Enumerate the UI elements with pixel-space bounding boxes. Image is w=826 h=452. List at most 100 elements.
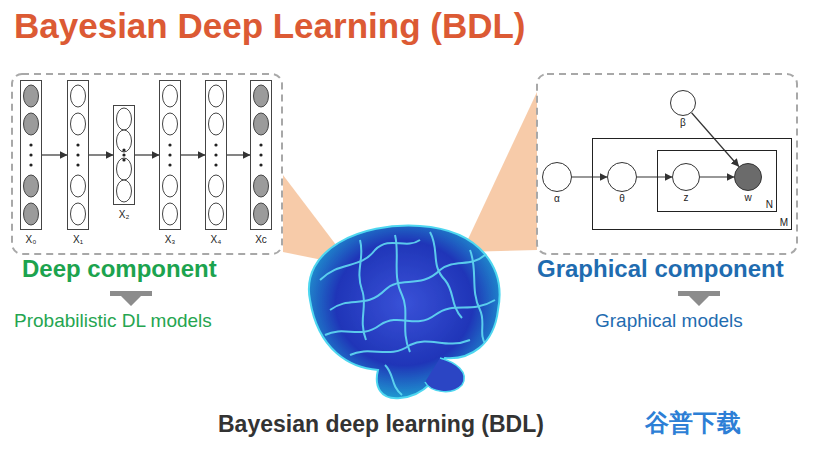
section-heading: Graphical component bbox=[537, 255, 784, 283]
brain-fold bbox=[330, 255, 485, 310]
diagram-title: Bayesian Deep Learning (BDL) bbox=[14, 6, 526, 46]
brain-outline bbox=[309, 226, 500, 399]
brain-fold bbox=[350, 340, 470, 355]
neuron-column bbox=[160, 81, 180, 229]
brain-folds bbox=[320, 232, 495, 395]
dashed-frame bbox=[537, 74, 797, 254]
neuron bbox=[254, 203, 269, 225]
ellipsis-dot bbox=[122, 148, 125, 151]
ellipsis-dot bbox=[76, 153, 79, 156]
neuron bbox=[24, 203, 39, 225]
neuron bbox=[163, 175, 178, 197]
variable-circle: β bbox=[670, 90, 696, 116]
neuron bbox=[24, 85, 39, 107]
brain-illustration bbox=[309, 226, 500, 399]
neuron bbox=[163, 85, 178, 107]
section-note: Graphical models bbox=[595, 310, 743, 332]
ellipsis-dot bbox=[29, 153, 32, 156]
ellipsis-dot bbox=[29, 163, 32, 166]
brain-fold bbox=[359, 240, 366, 340]
ellipsis-dot bbox=[214, 153, 217, 156]
brain-fold bbox=[430, 232, 462, 318]
layer-label: X₄ bbox=[211, 234, 222, 246]
connector-arrow bbox=[135, 154, 159, 155]
layer-column: Xc bbox=[250, 80, 272, 230]
variable-label: w bbox=[744, 193, 751, 204]
plate-label: M bbox=[780, 217, 788, 229]
neuron bbox=[254, 175, 269, 197]
neuron bbox=[71, 85, 86, 107]
ellipsis-dot bbox=[122, 158, 125, 161]
ellipsis-dot bbox=[168, 163, 171, 166]
layer-column: X₂ bbox=[113, 105, 135, 205]
brain-fold bbox=[470, 250, 486, 345]
variable-label: z bbox=[684, 193, 689, 204]
layer-column: X₀ bbox=[20, 80, 42, 230]
connector-arrow bbox=[637, 176, 672, 177]
section-heading: Deep component bbox=[22, 255, 217, 283]
brain-cerebellum bbox=[425, 358, 464, 392]
ellipsis-dot bbox=[29, 143, 32, 146]
neuron-column bbox=[206, 81, 226, 229]
section-note: Probabilistic DL models bbox=[14, 310, 212, 332]
neuron bbox=[209, 203, 224, 225]
neuron bbox=[209, 85, 224, 107]
plate-box: Nz w bbox=[657, 150, 777, 212]
neuron bbox=[71, 113, 86, 135]
down-arrow bbox=[678, 291, 720, 306]
neuron bbox=[117, 180, 132, 202]
down-arrow bbox=[110, 291, 152, 306]
neuron bbox=[24, 175, 39, 197]
plate-label: N bbox=[766, 199, 773, 211]
ellipsis-dot bbox=[76, 163, 79, 166]
connector-arrow bbox=[42, 154, 67, 155]
neuron bbox=[254, 113, 269, 135]
layer-column: X₄ bbox=[205, 80, 227, 230]
brain-fold bbox=[385, 365, 402, 395]
neuron bbox=[117, 130, 132, 152]
ellipsis-dot bbox=[76, 143, 79, 146]
layer-column: X₃ bbox=[159, 80, 181, 230]
neuron bbox=[254, 85, 269, 107]
ellipsis-dot bbox=[214, 163, 217, 166]
neuron bbox=[71, 175, 86, 197]
neuron bbox=[209, 175, 224, 197]
neuron-column bbox=[21, 81, 41, 229]
connector-arrow bbox=[181, 154, 205, 155]
variable-circle: z bbox=[672, 163, 700, 191]
neuron bbox=[117, 158, 132, 180]
brain-fold bbox=[395, 235, 410, 352]
variable-label: β bbox=[680, 118, 686, 129]
diagram-caption: Bayesian deep learning (BDL) bbox=[218, 411, 544, 437]
ellipsis-dot bbox=[122, 153, 125, 156]
connector-arrow bbox=[700, 176, 734, 177]
variable-circle: α bbox=[542, 162, 572, 192]
brain-fold bbox=[325, 300, 495, 335]
neuron bbox=[163, 203, 178, 225]
variable-circle: θ bbox=[607, 162, 637, 192]
neuron bbox=[71, 203, 86, 225]
watermark: 谷普下载 bbox=[645, 409, 741, 437]
layer-label: X₂ bbox=[119, 209, 130, 221]
neuron bbox=[163, 113, 178, 135]
connector-arrow bbox=[227, 154, 250, 155]
neuron bbox=[209, 113, 224, 135]
neuron-column bbox=[68, 81, 88, 229]
ellipsis-dot bbox=[259, 163, 262, 166]
ellipsis-dot bbox=[168, 153, 171, 156]
connector-arrow bbox=[572, 176, 607, 177]
link-wedge bbox=[462, 92, 537, 252]
ellipsis-dot bbox=[259, 143, 262, 146]
layer-column: X₁ bbox=[67, 80, 89, 230]
brain-fold bbox=[320, 240, 420, 280]
layer-label: X₁ bbox=[73, 234, 83, 246]
connector-arrow bbox=[692, 113, 739, 167]
layer-label: X₃ bbox=[165, 234, 176, 246]
ellipsis-dot bbox=[168, 143, 171, 146]
variable-label: α bbox=[554, 194, 560, 205]
plate-box: MθNz w bbox=[592, 138, 792, 230]
layer-label: Xc bbox=[255, 234, 267, 246]
dashed-frame bbox=[12, 74, 282, 254]
variable-circle: w bbox=[734, 163, 762, 191]
